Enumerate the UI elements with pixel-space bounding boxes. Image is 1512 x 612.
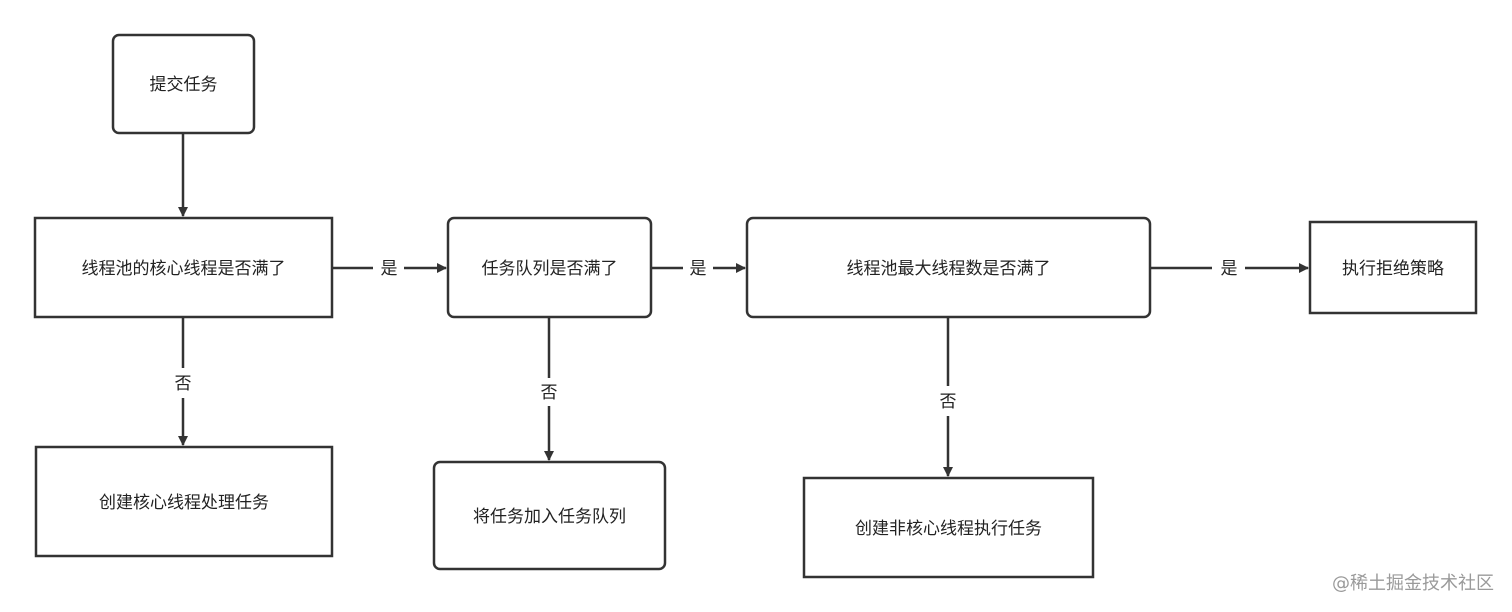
node-create-noncore-thread-label: 创建非核心线程执行任务 [855,519,1042,539]
edge-label-queue-yes: 是 [690,259,707,279]
node-enqueue-task-label: 将任务加入任务队列 [473,507,626,527]
edge-label-core-yes: 是 [381,259,398,279]
node-reject-policy-label: 执行拒绝策略 [1342,259,1444,279]
node-create-core-thread-label: 创建核心线程处理任务 [99,493,269,513]
node-submit-task: 提交任务 [111,33,256,135]
node-core-threads-full-check: 线程池的核心线程是否满了 [33,216,334,319]
watermark: @稀土掘金技术社区 [1332,573,1494,594]
edge-label-max-yes: 是 [1221,259,1238,279]
node-max-threads-full-check: 线程池最大线程数是否满了 [745,216,1152,319]
node-queue-full-check: 任务队列是否满了 [446,216,653,319]
node-create-core-thread: 创建核心线程处理任务 [34,445,334,558]
nodes: 提交任务 线程池的核心线程是否满了 创建核心线程处理任务 任务队列是否满了 将任… [33,33,1478,579]
edge-label-max-no: 否 [940,392,957,412]
edge-labels: 是 否 是 否 是 否 [175,259,1238,412]
edges [178,133,1309,477]
node-enqueue-task: 将任务加入任务队列 [432,460,667,571]
node-max-threads-full-check-label: 线程池最大线程数是否满了 [847,259,1051,279]
node-core-threads-full-check-label: 线程池的核心线程是否满了 [82,259,286,279]
node-create-noncore-thread: 创建非核心线程执行任务 [802,476,1095,579]
edge-label-queue-no: 否 [541,383,558,403]
edge-label-core-no: 否 [175,374,192,394]
node-submit-task-label: 提交任务 [150,75,218,95]
node-queue-full-check-label: 任务队列是否满了 [482,259,618,279]
node-reject-policy: 执行拒绝策略 [1308,220,1478,315]
